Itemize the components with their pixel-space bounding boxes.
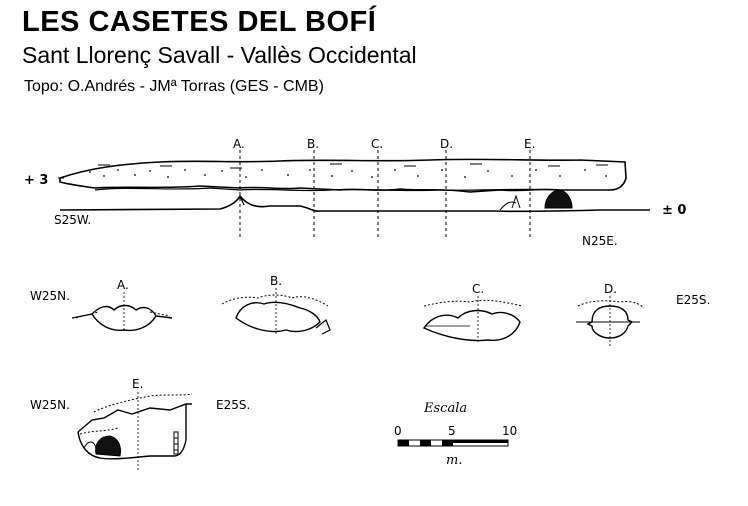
survey-location: Sant Llorenç Savall - Vallès Occidental xyxy=(22,42,417,68)
section-label-e: E. xyxy=(524,137,535,151)
section-label-d: D. xyxy=(440,137,453,151)
profile-direction-left: S25W. xyxy=(54,213,91,227)
profile-rock-mass xyxy=(59,158,627,193)
section-cut-lines xyxy=(239,150,531,238)
rock-dashes xyxy=(98,163,608,169)
rock-stipple xyxy=(89,169,607,178)
elevation-top-label: + 3 xyxy=(24,173,48,188)
section-label-a: A. xyxy=(233,137,245,151)
cross-section-c: C. xyxy=(422,282,523,342)
floor-step xyxy=(239,195,245,206)
cross-section-d: D. xyxy=(576,282,645,348)
longitudinal-profile: A. B. C. D. E. + 3 ± 0 S25W. N25E. xyxy=(24,137,686,248)
scale-tick-5: 5 xyxy=(448,424,456,438)
scale-title: Escala xyxy=(423,401,467,416)
section-e-orientation-left: W25N. xyxy=(30,398,70,412)
scale-tick-10: 10 xyxy=(502,424,517,438)
cross-orientation-right: E25S. xyxy=(676,293,710,307)
survey-credits: Topo: O.Andrés - JMª Torras (GES - CMB) xyxy=(24,78,324,95)
section-e-orientation-right: E25S. xyxy=(216,398,250,412)
section-label-b: B. xyxy=(307,137,319,151)
boulder-symbol xyxy=(499,189,573,211)
cave-ceiling-line xyxy=(94,187,561,192)
scale-bar: Escala 0 5 10 m. xyxy=(394,401,517,468)
elevation-base-label: ± 0 xyxy=(662,203,686,218)
cross-section-b-label: B. xyxy=(270,274,282,288)
cross-section-a: A. xyxy=(71,278,173,332)
cross-section-b: B. xyxy=(221,274,331,335)
cave-floor-line xyxy=(59,194,650,213)
section-label-c: C. xyxy=(371,137,383,151)
scale-tick-0: 0 xyxy=(394,424,402,438)
profile-direction-right: N25E. xyxy=(582,234,618,248)
section-e-detail: E. W25N. E25S. xyxy=(30,377,250,470)
section-e-stake xyxy=(173,431,179,455)
cross-orientation-left: W25N. xyxy=(30,289,70,303)
survey-title: LES CASETES DEL BOFÍ xyxy=(22,6,377,38)
cross-section-d-label: D. xyxy=(604,282,617,296)
section-e-boulder xyxy=(95,435,121,457)
cross-section-a-label: A. xyxy=(117,278,129,292)
cross-section-c-label: C. xyxy=(472,282,484,296)
cross-sections: W25N. E25S. A. B. C. D. xyxy=(30,274,710,348)
section-e-label: E. xyxy=(132,377,143,391)
scale-unit: m. xyxy=(446,453,462,468)
